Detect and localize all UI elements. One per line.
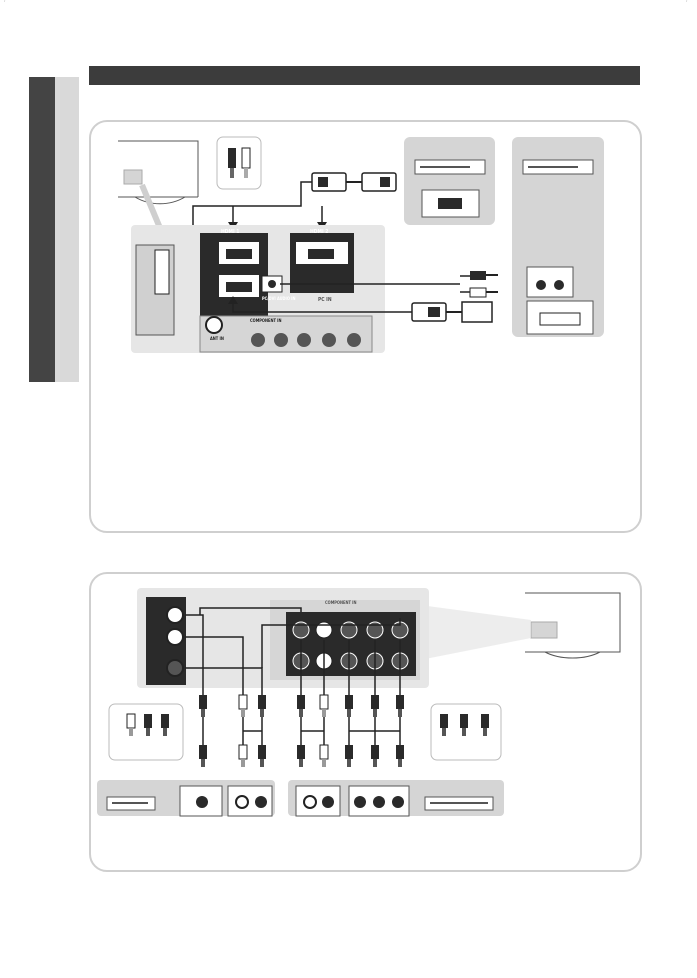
rca-plug-icon [108,703,184,761]
tv-rear-panel [131,225,385,353]
hdmi1-label: HDMI 1 [221,229,240,235]
ant-in-label: ANT IN [210,336,224,341]
corner-mark: ′ [4,0,6,7]
component-in-label: COMPONENT IN [250,318,282,323]
dvi-cable-icon [228,271,498,323]
rca-cable-joins [202,717,401,745]
pc-dvi-audio-in-label: PC/DVI AUDIO IN [262,296,296,301]
tv-outline-icon [118,140,199,230]
av-device-icon [97,780,275,817]
tv-outline-icon [420,592,621,660]
component-in-label-bottom: COMPONENT IN [325,600,357,605]
component-device-icon [288,780,504,817]
tv-rear-panel-bottom [137,588,429,688]
dvd-player-icon [404,137,495,225]
pc-in-label: PC IN [318,297,332,303]
section-title-bar [89,66,640,85]
rca-plug-row-bottom [199,744,404,768]
corner-mark: ′ [686,0,688,7]
chapter-tab [29,77,55,382]
av-cables [185,607,401,695]
rca-plug-icon [430,703,502,761]
rca-plug-row-top [199,694,404,718]
hdmi2-label: HDMI 2 [310,229,329,235]
chapter-tab-shade [55,77,79,382]
pc-device-icon [512,137,604,337]
rca-plug-icon [216,136,262,190]
